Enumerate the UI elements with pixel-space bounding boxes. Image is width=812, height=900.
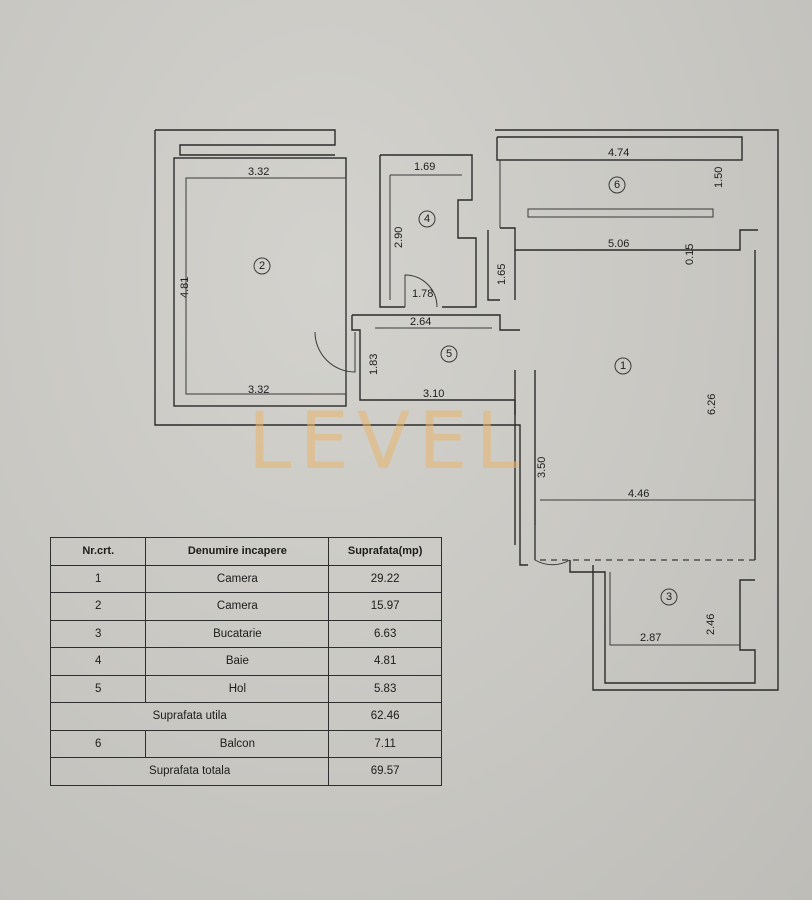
room-6-marker (608, 176, 626, 194)
room-2-marker (253, 257, 271, 275)
header-area: Suprafata(mp) (328, 537, 442, 566)
room-markers: 1 2 3 4 5 6 (253, 176, 678, 606)
dim-label: 4.81 (179, 277, 191, 298)
cell-nr: 6 (49, 729, 147, 758)
table-row: 3 Bucatarie 6.63 (49, 619, 442, 648)
subtotal-row: Suprafata utila 62.46 (49, 702, 442, 731)
room-2-inner (185, 177, 347, 395)
table-header-row: Nr.crt. Denumire incapere Suprafata(mp) (49, 537, 442, 566)
total-area: 69.57 (328, 757, 442, 786)
table-row: 4 Baie 4.81 (49, 647, 442, 676)
table-row: 1 Camera 29.22 (49, 564, 442, 593)
room-3-marker (660, 588, 678, 606)
hall-north (352, 314, 520, 331)
subtotal-label: Suprafata utila (49, 702, 330, 731)
walls (154, 129, 779, 691)
room-6-number: 6 (614, 179, 620, 191)
total-row: Suprafata totala 69.57 (49, 757, 442, 786)
room-2-number: 2 (259, 260, 265, 272)
dim-label: 2.64 (410, 316, 431, 328)
room-1-number: 1 (620, 360, 626, 372)
dim-label: 3.32 (248, 166, 269, 178)
kitchen-inner (609, 572, 740, 646)
header-nr: Nr.crt. (49, 537, 147, 566)
dim-label: 6.26 (706, 394, 718, 415)
room-4-outline (380, 154, 477, 308)
total-label: Suprafata totala (49, 757, 330, 786)
dim-label: 3.50 (536, 457, 548, 478)
table-row: 6 Balcon 7.11 (49, 729, 442, 758)
cell-name: Baie (145, 647, 330, 676)
cell-nr: 1 (49, 564, 147, 593)
subtotal-area: 62.46 (328, 702, 442, 731)
cell-name: Camera (145, 564, 330, 593)
cell-name: Hol (145, 674, 330, 703)
dim-label: 4.74 (608, 147, 629, 159)
dim-label: 1.69 (414, 161, 435, 173)
cell-area: 29.22 (328, 564, 442, 593)
cell-area: 6.63 (328, 619, 442, 648)
cell-area: 5.83 (328, 674, 442, 703)
wall-outer-west-south (154, 130, 528, 566)
cell-nr: 5 (49, 674, 147, 703)
dim-label: 1.83 (368, 354, 380, 375)
cell-area: 4.81 (328, 647, 442, 676)
dim-label: 2.46 (705, 614, 717, 635)
cell-nr: 3 (49, 619, 147, 648)
dim-label: 1.78 (412, 288, 433, 300)
watermark-logo: LEVEL (248, 397, 527, 487)
dim-label: 1.65 (496, 264, 508, 285)
cell-name: Camera (145, 592, 330, 621)
entrance-door (534, 525, 571, 566)
dim-label: 2.90 (393, 227, 405, 248)
dim-label: 0.15 (684, 244, 696, 265)
partition-central (487, 230, 500, 301)
dim-label: 5.06 (608, 238, 629, 250)
dim-label: 2.87 (640, 632, 661, 644)
dim-label: 1.50 (713, 167, 725, 188)
room-5-number: 5 (446, 348, 452, 360)
room-4-number: 4 (424, 213, 430, 225)
cell-nr: 4 (49, 647, 147, 676)
room-5-marker (440, 345, 458, 363)
room-1-marker (614, 357, 632, 375)
wall-north-left (155, 129, 336, 156)
area-table: Nr.crt. Denumire incapere Suprafata(mp) … (49, 537, 442, 786)
table-row: 5 Hol 5.83 (49, 674, 442, 703)
cell-area: 7.11 (328, 729, 442, 758)
hall-door (314, 331, 356, 373)
balcony-window (527, 208, 714, 218)
room-2-outline (173, 157, 347, 407)
bath-door (404, 274, 438, 308)
outer-east-wall (495, 129, 779, 691)
room-3-number: 3 (666, 591, 672, 603)
cell-nr: 2 (49, 592, 147, 621)
dim-label: 3.32 (248, 384, 269, 396)
cell-name: Bucatarie (145, 619, 330, 648)
cell-area: 15.97 (328, 592, 442, 621)
room-4-marker (418, 210, 436, 228)
table-row: 2 Camera 15.97 (49, 592, 442, 621)
dim-label: 4.46 (628, 488, 649, 500)
kitchen-outline (569, 560, 756, 684)
dimension-lines (498, 159, 755, 501)
dim-label: 3.10 (423, 388, 444, 400)
room-4-west (379, 155, 405, 308)
cell-name: Balcon (145, 729, 330, 758)
dimension-labels: 3.32 4.81 3.32 1.69 2.90 1.78 2.64 1.83 … (179, 147, 725, 644)
room-1-north-wall (500, 227, 758, 251)
header-name: Denumire incapere (145, 537, 330, 566)
